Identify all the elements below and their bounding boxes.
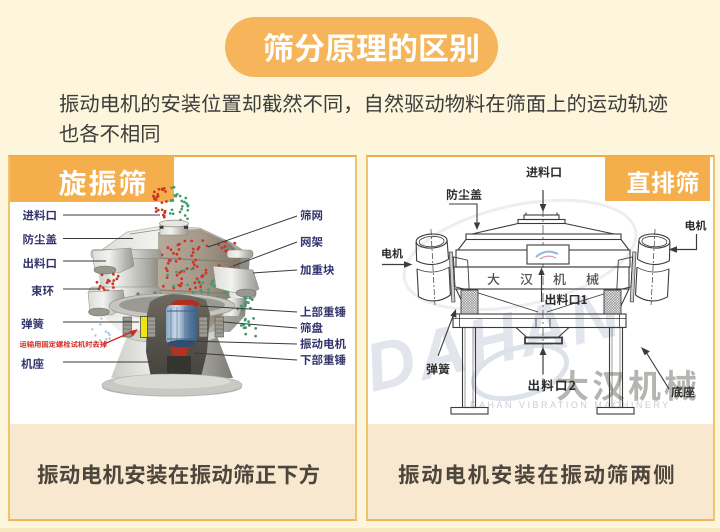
svg-text:DAHAN: DAHAN <box>358 274 629 407</box>
svg-text:DAHAN VIBRATION MACHINERY: DAHAN VIBRATION MACHINERY <box>470 400 671 410</box>
